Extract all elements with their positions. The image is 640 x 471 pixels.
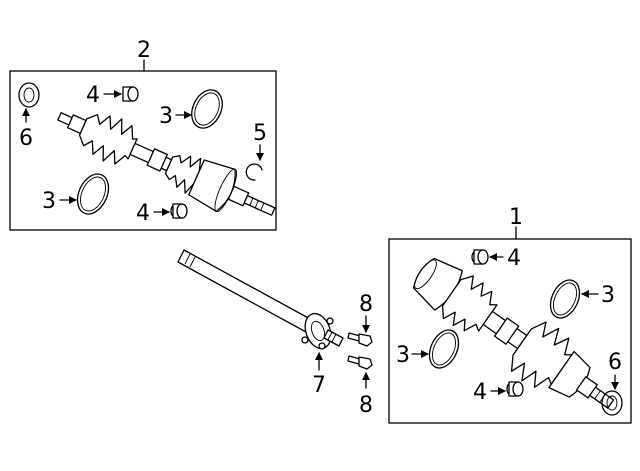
callout-4-left-top: 4 [86,83,100,108]
axle-shaft-left [57,112,276,216]
callout-4-left-bottom: 4 [136,201,150,226]
boot-clamp-bottom-left [76,173,110,215]
bolt-upper [347,332,373,347]
callout-5: 5 [253,121,267,146]
assembly-2-group: 2 6 [9,38,277,231]
callout-6-right: 6 [608,350,622,375]
callout-8-upper: 8 [359,292,373,317]
snap-ring [245,163,263,181]
boot-clamp-right-right [549,279,581,319]
callout-8-lower: 8 [359,393,373,418]
callout-4-right-top: 4 [507,246,521,271]
callout-3-left-bottom: 3 [42,189,56,214]
intermediate-shaft-group: 7 8 8 [177,249,373,418]
seal-ring-left [18,82,40,108]
callout-3-right-right: 3 [601,283,615,308]
callout-1: 1 [509,205,523,230]
small-clamp-top-left [122,86,139,102]
assembly-1-group: 1 4 [388,205,632,424]
small-clamp-bottom-left [170,203,188,219]
small-clamp-top-right [471,249,489,265]
callout-2: 2 [137,38,151,63]
seal-ring-right [601,390,623,416]
callout-3-right-left: 3 [396,343,410,368]
callout-6-left: 6 [19,126,33,151]
axle-shaft-right [412,257,615,409]
assembly-1-frame [388,238,632,424]
bolt-lower [347,355,373,370]
callout-3-left-top: 3 [159,104,173,129]
small-clamp-bottom-right [506,381,524,397]
boot-clamp-right-left [428,329,460,369]
callout-7: 7 [312,373,326,398]
boot-clamp-top-left [191,89,223,129]
assembly-2-frame [9,70,277,231]
intermediate-shaft [177,249,344,350]
callout-4-right-bottom: 4 [473,380,487,405]
